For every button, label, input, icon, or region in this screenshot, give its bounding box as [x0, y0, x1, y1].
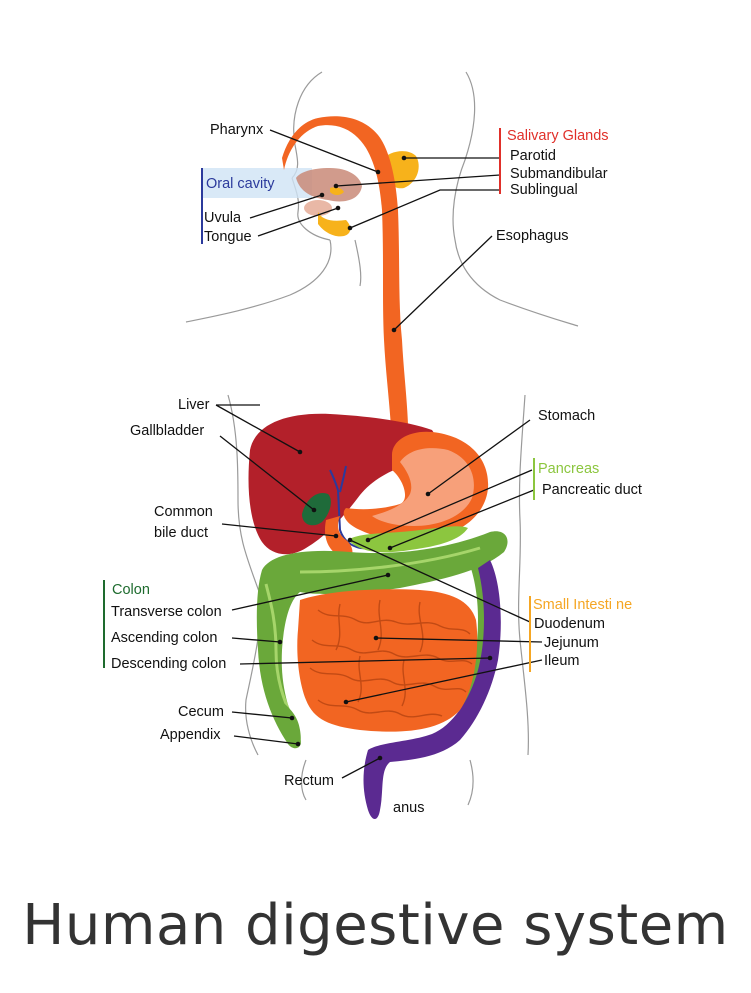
duodenum — [324, 516, 353, 558]
mouth-structures — [296, 168, 362, 237]
page-title: Human digestive system — [22, 893, 729, 958]
rectum — [363, 560, 501, 819]
label-cecum: Cecum — [178, 704, 224, 720]
label-liver: Liver — [178, 397, 210, 413]
label-pancreatic-duct: Pancreatic duct — [542, 482, 642, 498]
label-salivary-glands: Salivary Glands — [507, 128, 609, 144]
label-jejunum: Jejunum — [544, 635, 599, 651]
label-anus: anus — [393, 800, 424, 816]
label-uvula: Uvula — [204, 210, 242, 226]
label-transverse-colon: Transverse colon — [111, 604, 222, 620]
pancreas — [348, 526, 468, 553]
label-submandibular: Submandibular — [510, 166, 608, 182]
label-stomach: Stomach — [538, 408, 595, 424]
cecum — [280, 700, 301, 747]
label-descending-colon: Descending colon — [111, 656, 226, 672]
stomach-inner — [372, 448, 474, 526]
label-colon: Colon — [112, 582, 150, 598]
small-intestine-folds — [309, 599, 473, 718]
oral-cavity-highlight — [202, 168, 312, 198]
esophagus — [282, 116, 409, 458]
label-ascending-colon: Ascending colon — [111, 630, 217, 646]
label-sublingual: Sublingual — [510, 182, 578, 198]
label-tongue: Tongue — [204, 229, 252, 245]
label-common-bile-duct-1: Common — [154, 504, 213, 520]
label-pharynx: Pharynx — [210, 122, 264, 138]
label-esophagus: Esophagus — [496, 228, 569, 244]
label-common-bile-duct-2: bile duct — [154, 525, 208, 541]
label-rectum: Rectum — [284, 773, 334, 789]
label-pancreas: Pancreas — [538, 461, 599, 477]
gallbladder — [302, 492, 331, 526]
label-duodenum: Duodenum — [534, 616, 605, 632]
label-ileum: Ileum — [544, 653, 579, 669]
label-parotid: Parotid — [510, 148, 556, 164]
leader-lines — [215, 129, 543, 779]
label-small-intestine: Small Intesti ne — [533, 597, 632, 613]
label-oral-cavity: Oral cavity — [206, 176, 275, 192]
label-gallbladder: Gallbladder — [130, 423, 204, 439]
label-appendix: Appendix — [160, 727, 221, 743]
